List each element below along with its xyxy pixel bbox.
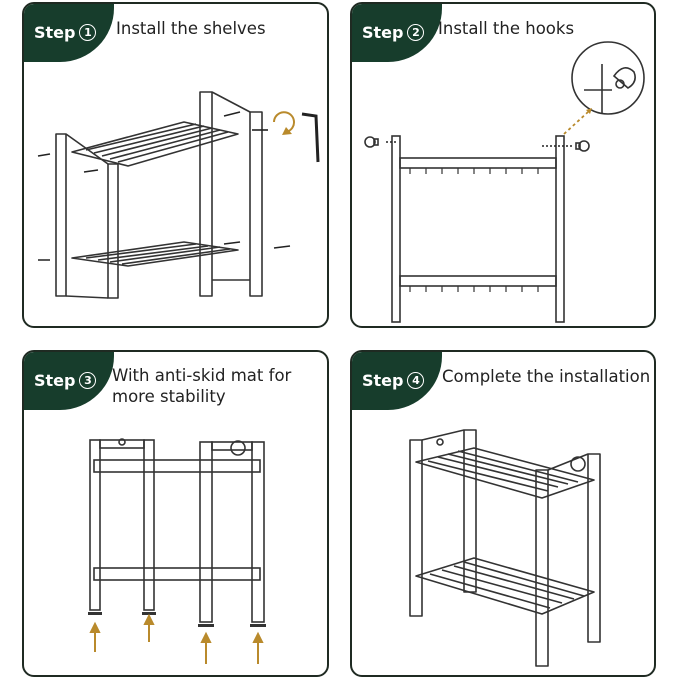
step-3-title-line-2: more stability	[112, 387, 226, 406]
hook-knob-icon	[230, 440, 246, 456]
magnified-detail-circle	[571, 41, 645, 115]
step-4-title: Complete the installation	[442, 367, 651, 386]
step-2-title: Install the hooks	[438, 19, 575, 38]
step-2-panel: Step 2 Install the hooks	[350, 2, 656, 328]
step-1-panel: Step 1 Install the shelves	[22, 2, 329, 328]
completed-shelf-illustration	[409, 429, 601, 667]
step-3-badge: Step 3	[24, 352, 114, 410]
rotation-arrow-icon	[273, 111, 295, 133]
hook-installation-illustration	[364, 41, 645, 323]
step-number: 3	[79, 371, 97, 389]
step-1-title: Install the shelves	[116, 19, 266, 38]
shelf-assembly-illustration	[37, 91, 320, 299]
step-label: Step	[362, 370, 404, 390]
step-label: Step	[34, 370, 76, 390]
step-4-panel: Step 4 Complete the installation	[350, 350, 656, 677]
allen-key-icon	[301, 112, 320, 163]
left-hook-knob-icon	[364, 136, 376, 148]
step-1-badge: Step 1	[24, 4, 114, 62]
mat-arrow-icons	[89, 613, 264, 664]
step-number: 1	[79, 23, 97, 41]
step-number: 2	[407, 23, 425, 41]
anti-skid-mat-illustration	[88, 438, 266, 664]
step-label: Step	[34, 22, 76, 42]
step-label: Step	[362, 22, 404, 42]
step-3-panel: Step 3 With anti-skid mat for more stabi…	[22, 350, 329, 677]
step-3-title-line-1: With anti-skid mat for	[112, 366, 292, 385]
hook-knob-icon	[570, 456, 586, 472]
step-number: 4	[407, 371, 425, 389]
guide-arrow-icon	[586, 108, 592, 114]
right-hook-knob-icon	[578, 140, 590, 152]
